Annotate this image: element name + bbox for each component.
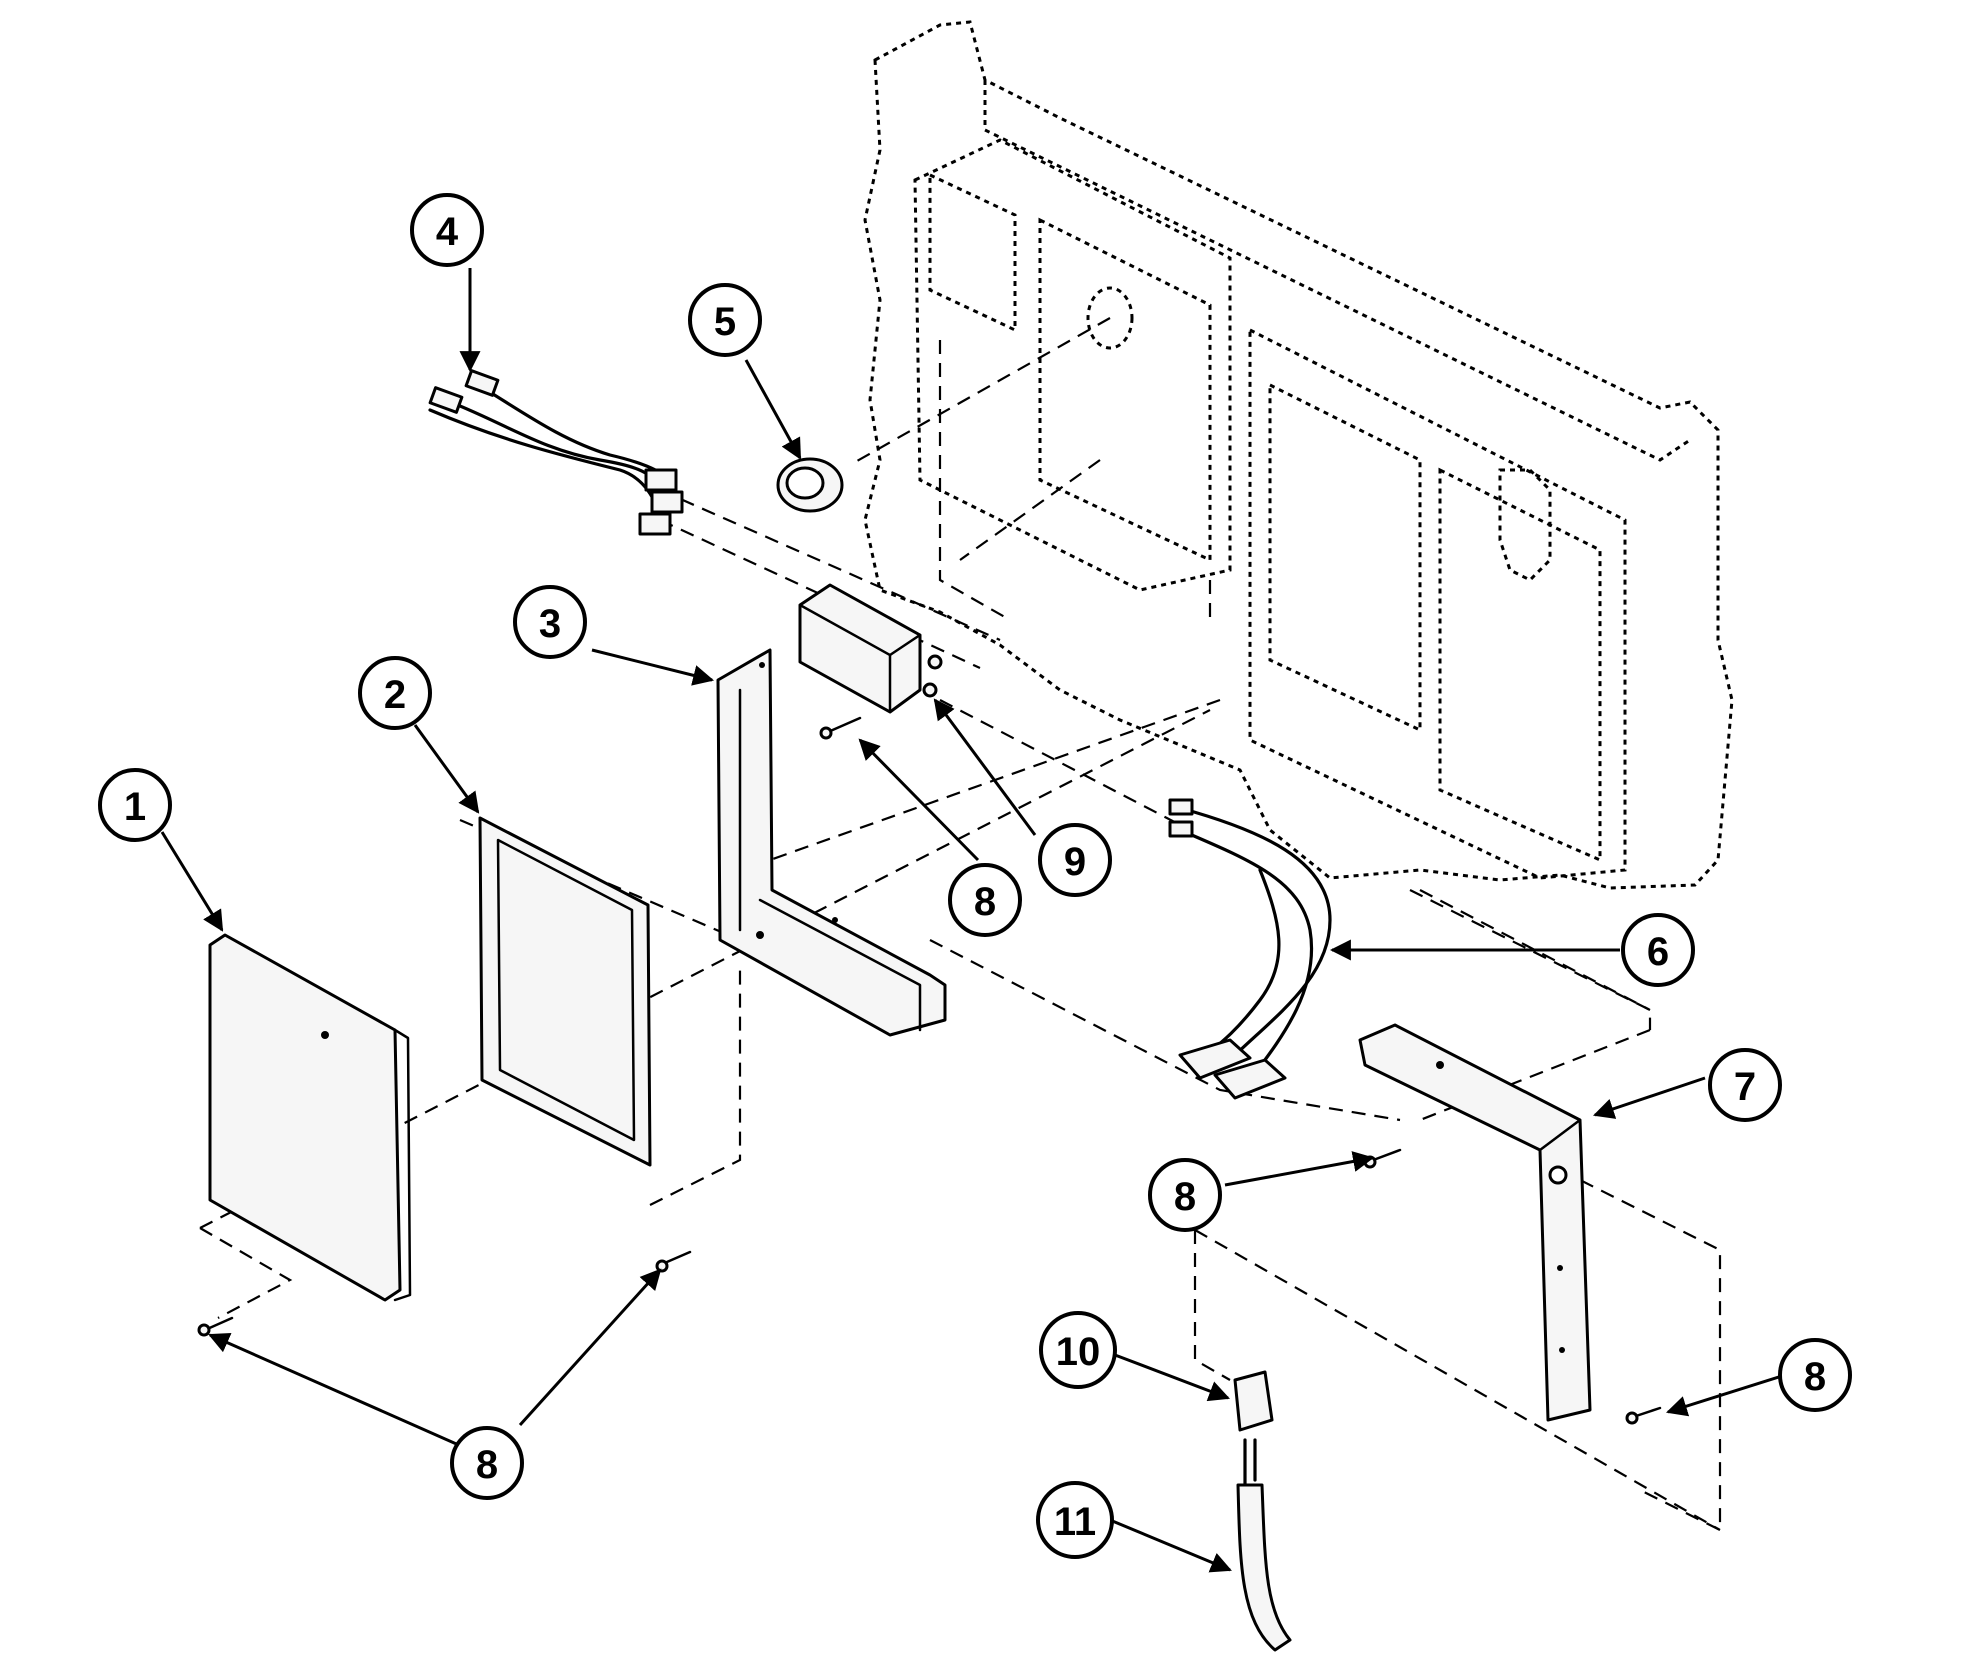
part-cover-panel [208,933,412,1302]
assembly-lines [199,317,1722,1532]
callout-1: 1 [98,768,172,842]
callout-2: 2 [358,656,432,730]
callout-9: 9 [1038,823,1112,897]
callout-5: 5 [688,283,762,357]
callout-8-bottom: 8 [450,1426,524,1500]
part-output-leads [1168,798,1332,1100]
callout-11: 11 [1036,1481,1114,1559]
callout-4: 4 [410,193,484,267]
callout-8-bracket: 8 [1148,1158,1222,1232]
svg-text:3: 3 [539,602,561,646]
callout-8-transformer: 8 [948,863,1022,937]
svg-text:5: 5 [714,300,736,344]
cabinet-panel [863,20,1734,890]
part-transformer [798,583,943,714]
svg-text:8: 8 [974,880,996,924]
svg-text:9: 9 [1064,840,1086,884]
part-wire-harness [428,369,684,536]
svg-text:1: 1 [124,785,146,829]
svg-text:7: 7 [1734,1065,1756,1109]
svg-text:6: 6 [1647,930,1669,974]
leader-lines [160,268,1786,1573]
callout-10: 10 [1039,1311,1117,1389]
svg-text:11: 11 [1054,1500,1096,1544]
part-power-cord [1236,1438,1292,1652]
svg-text:10: 10 [1056,1330,1101,1374]
svg-text:8: 8 [1174,1175,1196,1219]
callout-6: 6 [1621,913,1695,987]
part-gasket-frame [478,816,652,1167]
callout-7: 7 [1708,1048,1782,1122]
part-terminal-block [1233,1370,1274,1432]
svg-text:4: 4 [436,210,459,254]
svg-text:8: 8 [1804,1355,1826,1399]
svg-text:8: 8 [476,1443,498,1487]
part-l-bracket [716,648,947,1037]
callout-3: 3 [513,585,587,659]
callout-8-right: 8 [1778,1338,1852,1412]
part-grommet [776,457,844,513]
part-mounting-bracket [1358,1023,1592,1422]
svg-text:2: 2 [384,673,406,717]
